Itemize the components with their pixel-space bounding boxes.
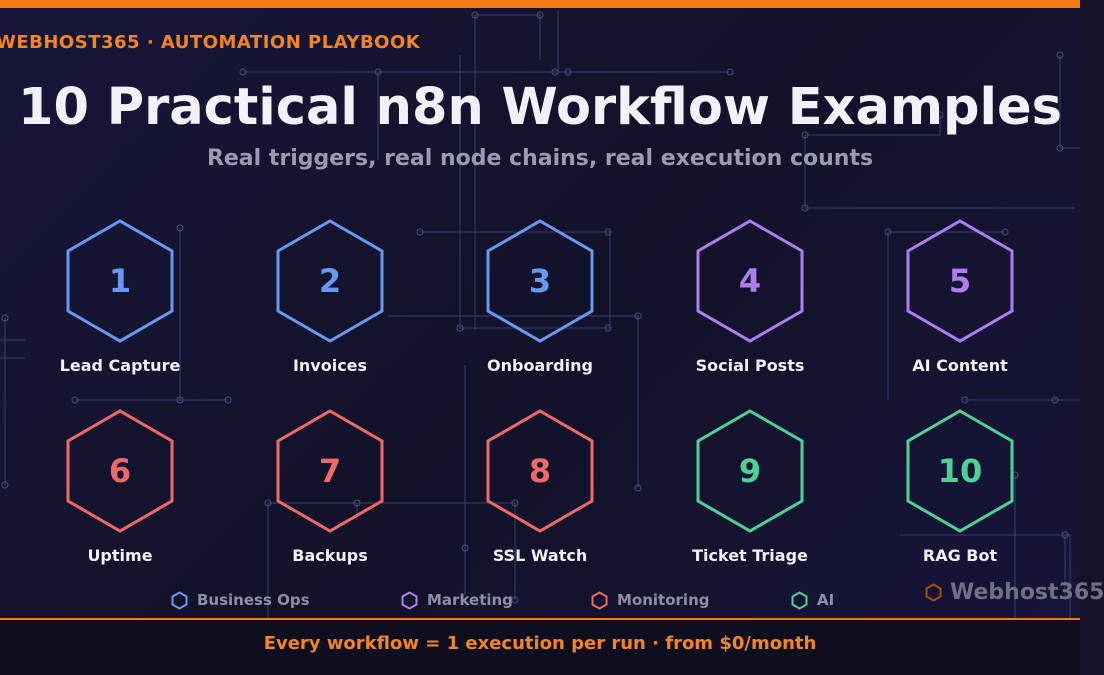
legend-label: Business Ops	[197, 591, 310, 609]
hexagon-icon	[171, 590, 188, 610]
legend-label: AI	[817, 591, 835, 609]
legend-marketing: Marketing	[401, 589, 513, 611]
workflow-number: 7	[318, 452, 342, 490]
page-title: 10 Practical n8n Workflow Examples	[18, 78, 1062, 137]
workflow-label: RAG Bot	[922, 546, 998, 565]
workflow-number: 2	[318, 262, 342, 300]
hexagon-icon	[791, 590, 808, 610]
workflow-number: 10	[937, 452, 983, 490]
legend-label: Marketing	[427, 591, 513, 609]
workflow-label: Backups	[292, 546, 368, 565]
hexagon-icon: 7	[275, 409, 385, 533]
watermark: Webhost365	[925, 580, 1104, 605]
brand-tagline: WEBHOST365 · AUTOMATION PLAYBOOK	[0, 32, 421, 53]
hexagon-icon	[401, 590, 418, 610]
watermark-text: Webhost365	[950, 580, 1104, 605]
workflow-label: Social Posts	[695, 356, 805, 375]
hexagon-icon: 2	[275, 219, 385, 343]
hexagon-icon	[925, 583, 942, 602]
page-subtitle: Real triggers, real node chains, real ex…	[206, 146, 874, 171]
top-accent-bar	[0, 0, 1080, 8]
hexagon-icon: 8	[485, 409, 595, 533]
workflow-label: Ticket Triage	[692, 546, 808, 565]
footer-bar: Every workflow = 1 execution per run · f…	[0, 618, 1080, 675]
hexagon-icon: 4	[695, 219, 805, 343]
hexagon-icon: 6	[65, 409, 175, 533]
hexagon-icon: 3	[485, 219, 595, 343]
workflow-label: Uptime	[87, 546, 153, 565]
workflow-label: Invoices	[292, 356, 368, 375]
legend-business-ops: Business Ops	[171, 589, 310, 611]
workflow-number: 3	[528, 262, 552, 300]
workflow-label: Onboarding	[487, 356, 593, 375]
hexagon-icon: 5	[905, 219, 1015, 343]
hexagon-icon: 9	[695, 409, 805, 533]
workflow-label: SSL Watch	[492, 546, 588, 565]
hexagon-icon: 1	[65, 219, 175, 343]
workflow-label: AI Content	[912, 356, 1008, 375]
legend-ai: AI	[791, 589, 834, 611]
workflow-number: 1	[108, 262, 132, 300]
hexagon-icon	[591, 590, 608, 610]
workflow-number: 9	[738, 452, 762, 490]
legend-label: Monitoring	[617, 591, 710, 609]
workflow-number: 8	[528, 452, 552, 490]
workflow-number: 5	[948, 262, 972, 300]
footer-text: Every workflow = 1 execution per run · f…	[263, 633, 817, 654]
hexagon-icon: 10	[905, 409, 1015, 533]
circuit-background	[0, 10, 1080, 618]
workflow-label: Lead Capture	[59, 356, 181, 375]
workflow-number: 6	[108, 452, 132, 490]
legend-monitoring: Monitoring	[591, 589, 709, 611]
workflow-number: 4	[738, 262, 762, 300]
